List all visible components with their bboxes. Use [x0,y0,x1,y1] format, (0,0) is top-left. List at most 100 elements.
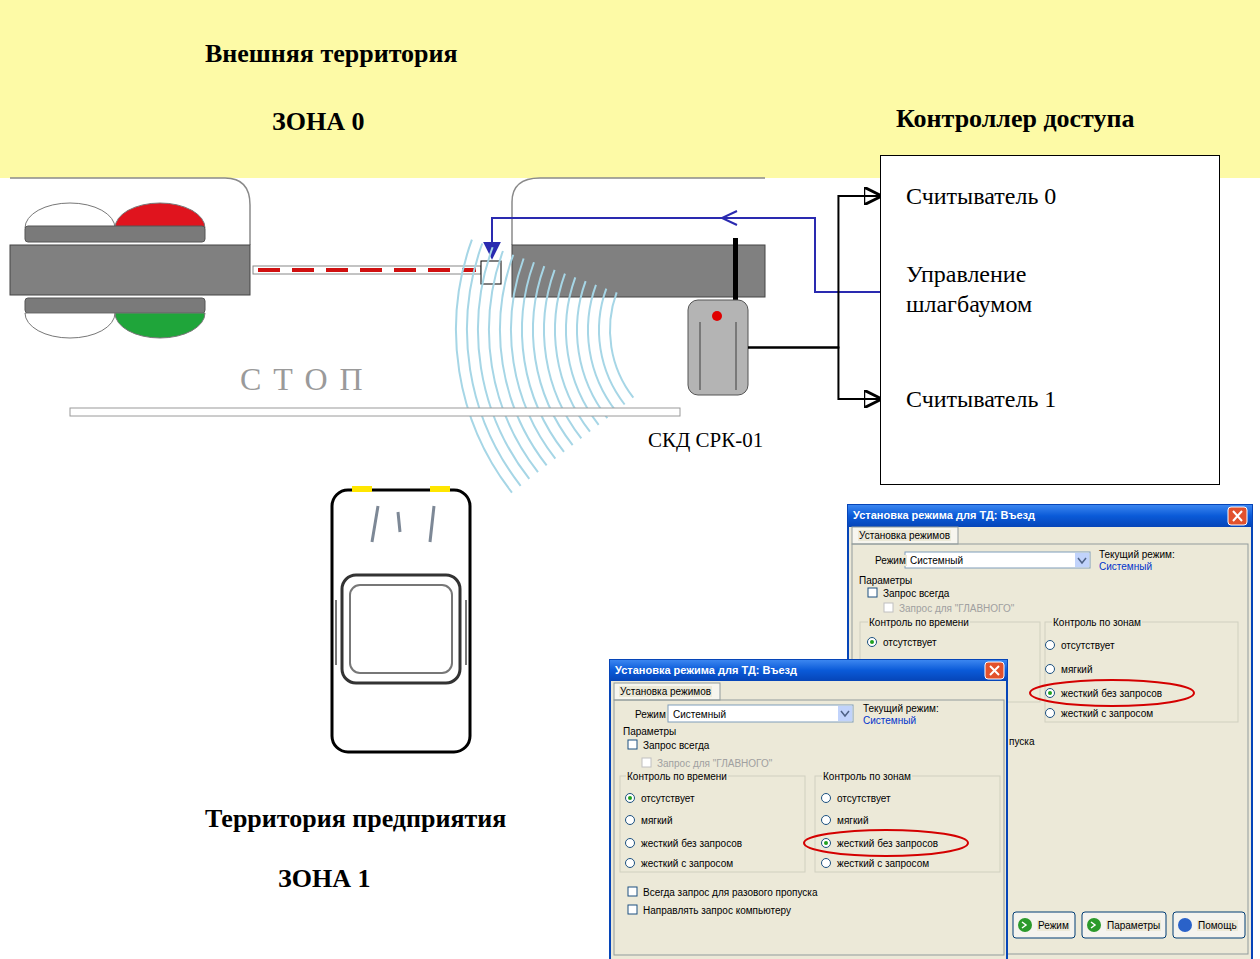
close-button [985,662,1004,679]
dialog-text: Системный [1098,561,1153,572]
stop-line [70,408,680,416]
radio-wave [610,292,633,397]
controller-box-text: Контроллер доступа [896,104,1135,134]
checkbox [884,603,893,612]
reader-device [688,300,748,395]
dialog-tab [614,683,720,700]
dialog-text: Запрос для "ГЛАВНОГО" [898,603,1015,614]
dialog-text: отсутствует [836,793,892,804]
dialog-titlebar [848,505,1252,527]
signal-wire [748,348,880,400]
button [1173,912,1245,938]
barrier-arm [253,266,481,274]
controller-box: Контроллер доступаСчитыватель 0Управлени… [880,155,1220,485]
reader-post [733,238,738,300]
car-headlight [352,486,372,492]
dialog-text: Контроль по зонам [1052,617,1142,628]
car-roof [350,585,452,673]
highlight-ellipse [1030,680,1194,706]
radio-wave [456,240,512,493]
dialog-text: Установка режимов [619,686,712,697]
close-button [1228,507,1247,525]
dialog-text: Запрос для "ГЛАВНОГО" [656,758,773,769]
dialog-text: Установка режима для ТД: Въезд [853,509,1035,521]
dialog-text: жесткий с запросом [836,858,930,869]
checkbox [628,887,637,896]
traffic-light-off [25,313,115,338]
button-icon [1178,918,1192,932]
dialog-text: Системный [672,709,727,720]
traffic-light-green [115,313,205,338]
radio-button [626,816,635,825]
kerb-line [10,178,250,245]
traffic-light-base [25,298,205,313]
dialog-text: Установка режима для ТД: Въезд [615,664,797,676]
dialog-text: жесткий с запросом [640,858,734,869]
dialog-text: Текущий режим: [862,703,940,714]
dialog-text: жесткий без запросов [836,838,939,849]
dialog-text: мягкий [1060,664,1093,675]
radio-button [822,794,831,803]
car-headlight [430,486,450,492]
dropdown-button [838,706,852,721]
dialog-text: Параметры [1106,920,1161,931]
traffic-light-off [25,203,115,228]
kerb-line [512,178,765,245]
dialog-text: Параметры [858,575,913,586]
checkbox [628,905,637,914]
dialog-text: Всегда запрос для разового пропуска [642,887,819,898]
zone-label: ЗОНА 1 [278,865,370,894]
dialog-text: мягкий [640,815,673,826]
radio-button [1046,689,1055,698]
dialog-text: Контроль по времени [868,617,970,628]
reader-device-text: СКД СРК-01 [648,428,763,453]
checkbox [628,740,637,749]
button [1013,912,1075,938]
highlight-ellipse [804,830,968,856]
group-box [620,776,805,872]
radio-button [822,839,831,848]
dialog-text: мягкий [836,815,869,826]
dialog-text: Режим [1037,920,1070,931]
dropdown-button [1075,553,1089,567]
barrier-base [512,245,765,297]
dialog-text: Режим [874,555,907,566]
radio-wave [599,289,625,405]
dialog-text: Запрос всегда [642,740,710,751]
dialog-text: отсутствует [882,637,938,648]
dropdown-arrow [841,711,849,716]
radio-dot [824,841,828,845]
reader-input: Считыватель 1 [881,381,1121,417]
car-side [336,600,466,665]
dropdown [905,552,1090,568]
checkbox [642,758,651,767]
wire-direction-arrow [722,211,737,225]
radio-button [1046,709,1055,718]
dialog-titlebar [610,660,1007,681]
radio-wave [511,259,555,459]
radio-button [822,859,831,868]
radio-button [626,859,635,868]
reader-device-ribs [700,322,736,390]
dialog-text: Направлять запрос компьютеру [642,905,792,916]
dialog-text: жесткий без запросов [640,838,743,849]
dialog-text: Установка режимов [858,530,951,541]
radio-wave [467,243,521,485]
dialog-text: Контроль по зонам [822,771,912,782]
radio-dot [1048,691,1052,695]
close-cross [1233,511,1242,521]
radio-waves [456,240,633,493]
tab-panel [614,700,1004,955]
radio-button [868,638,877,647]
barrier-output-text: Управление шлагбаумом [906,259,1096,319]
group-box [1045,622,1238,722]
dialog-text: Текущий режим: [1098,549,1176,560]
barrier-arm-stripes [258,268,476,272]
radio-dot [870,640,874,644]
barrier-base [10,245,250,295]
signal-wire [748,196,880,348]
radio-button [822,816,831,825]
dialog-text: отсутствует [1060,640,1116,651]
traffic-light-base [25,226,205,242]
